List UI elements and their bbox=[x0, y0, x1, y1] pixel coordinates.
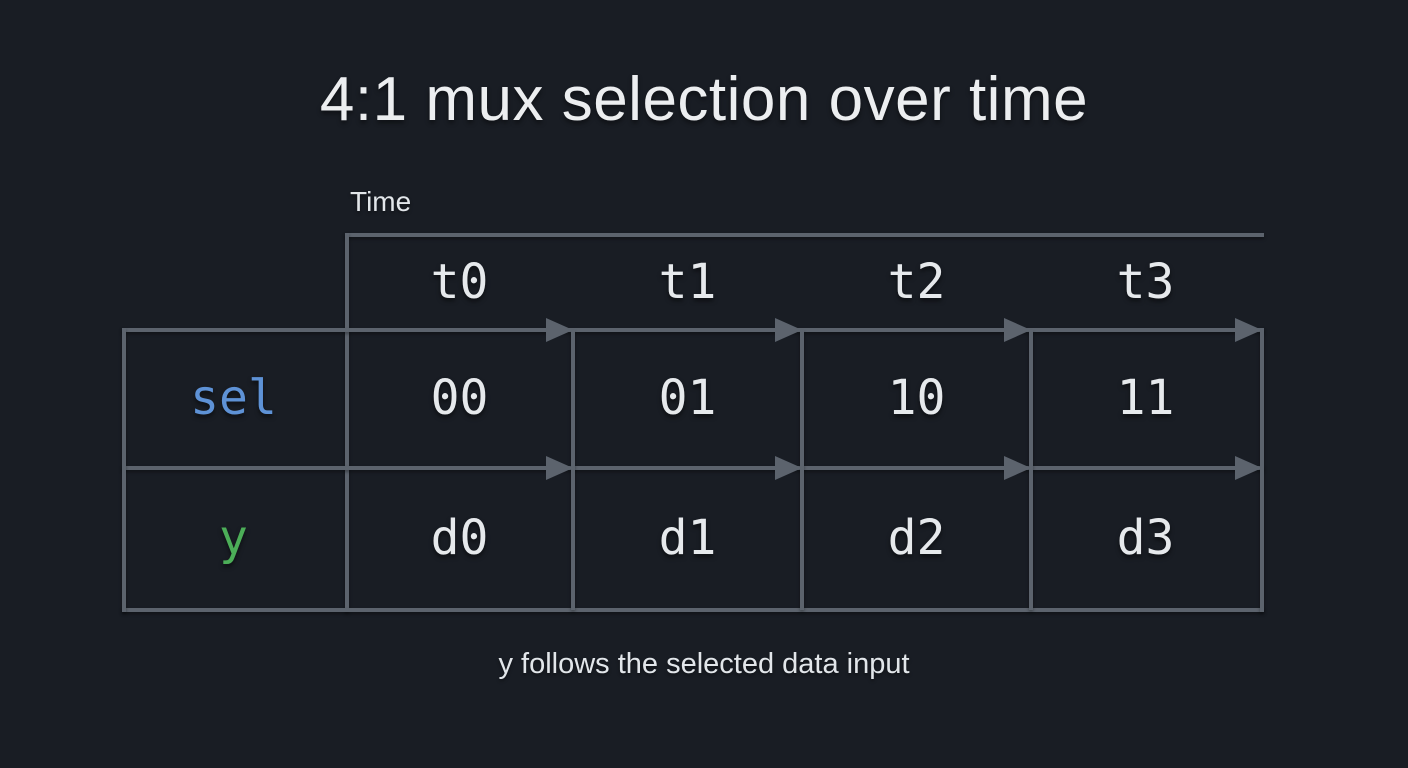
time-header-t2: t2 bbox=[887, 254, 946, 310]
sel-value-t0: 00 bbox=[430, 370, 489, 426]
grid-line-col3 bbox=[1029, 330, 1033, 610]
arrow-right-icon bbox=[775, 318, 802, 342]
time-header-t3: t3 bbox=[1116, 254, 1175, 310]
grid-line-col1 bbox=[571, 330, 575, 610]
arrow-right-icon bbox=[1004, 456, 1031, 480]
sel-value-t3: 11 bbox=[1116, 370, 1175, 426]
arrow-right-icon bbox=[1235, 318, 1262, 342]
y-value-t0: d0 bbox=[430, 510, 489, 566]
row-label-sel: sel bbox=[190, 370, 277, 426]
arrow-right-icon bbox=[546, 318, 573, 342]
arrow-right-icon bbox=[1004, 318, 1031, 342]
grid-line-right bbox=[1260, 328, 1264, 612]
grid-line-top bbox=[122, 328, 1264, 332]
sel-value-t1: 01 bbox=[658, 370, 717, 426]
grid-line-middle bbox=[122, 466, 1264, 470]
time-axis-vertical-line bbox=[345, 233, 349, 612]
grid-line-left bbox=[122, 328, 126, 612]
row-label-y: y bbox=[219, 510, 248, 566]
time-header-t1: t1 bbox=[658, 254, 717, 310]
arrow-right-icon bbox=[1235, 456, 1262, 480]
grid-line-bottom bbox=[122, 608, 1264, 612]
caption-text: y follows the selected data input bbox=[498, 648, 910, 680]
sel-value-t2: 10 bbox=[887, 370, 946, 426]
arrow-right-icon bbox=[546, 456, 573, 480]
y-value-t1: d1 bbox=[658, 510, 717, 566]
grid-line-col2 bbox=[800, 330, 804, 610]
arrow-right-icon bbox=[775, 456, 802, 480]
page-title: 4:1 mux selection over time bbox=[319, 65, 1089, 134]
y-value-t2: d2 bbox=[887, 510, 946, 566]
time-header-t0: t0 bbox=[430, 254, 489, 310]
y-value-t3: d3 bbox=[1116, 510, 1175, 566]
time-axis-line bbox=[345, 233, 1264, 237]
time-axis-label: Time bbox=[350, 186, 412, 217]
